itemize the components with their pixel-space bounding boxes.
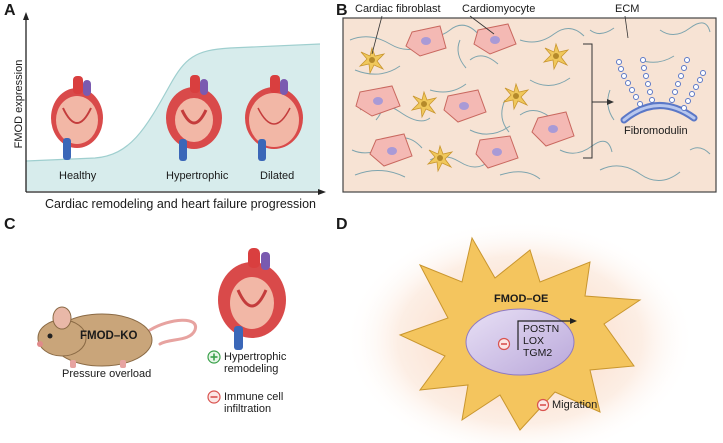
fibroblast-label: Cardiac fibroblast [355, 3, 441, 15]
cardiomyocyte-icon [369, 133, 413, 167]
heart-icon [166, 75, 222, 161]
gene-lox: LOX [523, 335, 545, 347]
fmod-oe-label: FMOD–OE [494, 293, 549, 305]
cardiomyocyte-icon [473, 23, 517, 55]
plus-icon [207, 350, 221, 364]
condition-label: Pressure overload [62, 368, 152, 380]
fmod-ko-label: FMOD–KO [80, 330, 138, 342]
panel-b-letter: B [336, 2, 348, 19]
gene-tgm2: TGM2 [523, 347, 553, 359]
fibromodulin-label: Fibromodulin [624, 125, 688, 137]
fibroblast-icon [542, 42, 570, 71]
fibroblast-icon [358, 46, 386, 75]
cardiomyocyte-icon [405, 25, 447, 57]
gene-postn: POSTN [523, 323, 560, 335]
fibromodulin-icon [616, 57, 706, 124]
cardiomyocyte-icon [443, 89, 487, 123]
effect-text: infiltration [224, 403, 272, 415]
y-axis-label: FMOD expression [13, 59, 25, 149]
arrow-icon [517, 320, 572, 350]
ecm-label: ECM [615, 3, 640, 15]
heart-icon [51, 76, 103, 160]
fibroblast-icon [410, 90, 438, 119]
mouse-icon [37, 306, 197, 368]
panel-c-letter: C [4, 216, 16, 233]
heart-icon [245, 75, 303, 161]
gene-list: POSTN LOX TGM2 [523, 323, 559, 359]
cardiomyocyte-icon [531, 111, 575, 147]
minus-icon [497, 337, 511, 351]
stage-label: Hypertrophic [166, 170, 229, 182]
effect-text: remodeling [224, 363, 279, 375]
migration-label: Migration [552, 399, 598, 411]
heart-icon [218, 248, 286, 350]
panel-d-letter: D [336, 216, 348, 233]
effect-immune: Immune cell infiltration [224, 391, 283, 415]
effect-hypertrophic: Hypertrophic remodeling [224, 351, 286, 375]
minus-icon [207, 390, 221, 404]
stage-label: Healthy [59, 170, 97, 182]
effect-text: Immune cell [224, 391, 284, 403]
cardiomyocyte-icon [355, 85, 401, 117]
panel-a-letter: A [4, 2, 16, 19]
fibroblast-icon [426, 144, 454, 173]
fibroblast-icon [502, 82, 530, 111]
cardiomyocyte-icon [475, 135, 519, 169]
nucleus [465, 308, 575, 376]
x-axis-label: Cardiac remodeling and heart failure pro… [45, 197, 316, 211]
stage-label: Dilated [260, 170, 295, 182]
minus-icon [536, 398, 550, 412]
cardiomyocyte-label: Cardiomyocyte [462, 3, 536, 15]
fmod-expression-curve [25, 43, 321, 162]
effect-text: Hypertrophic [224, 351, 287, 363]
